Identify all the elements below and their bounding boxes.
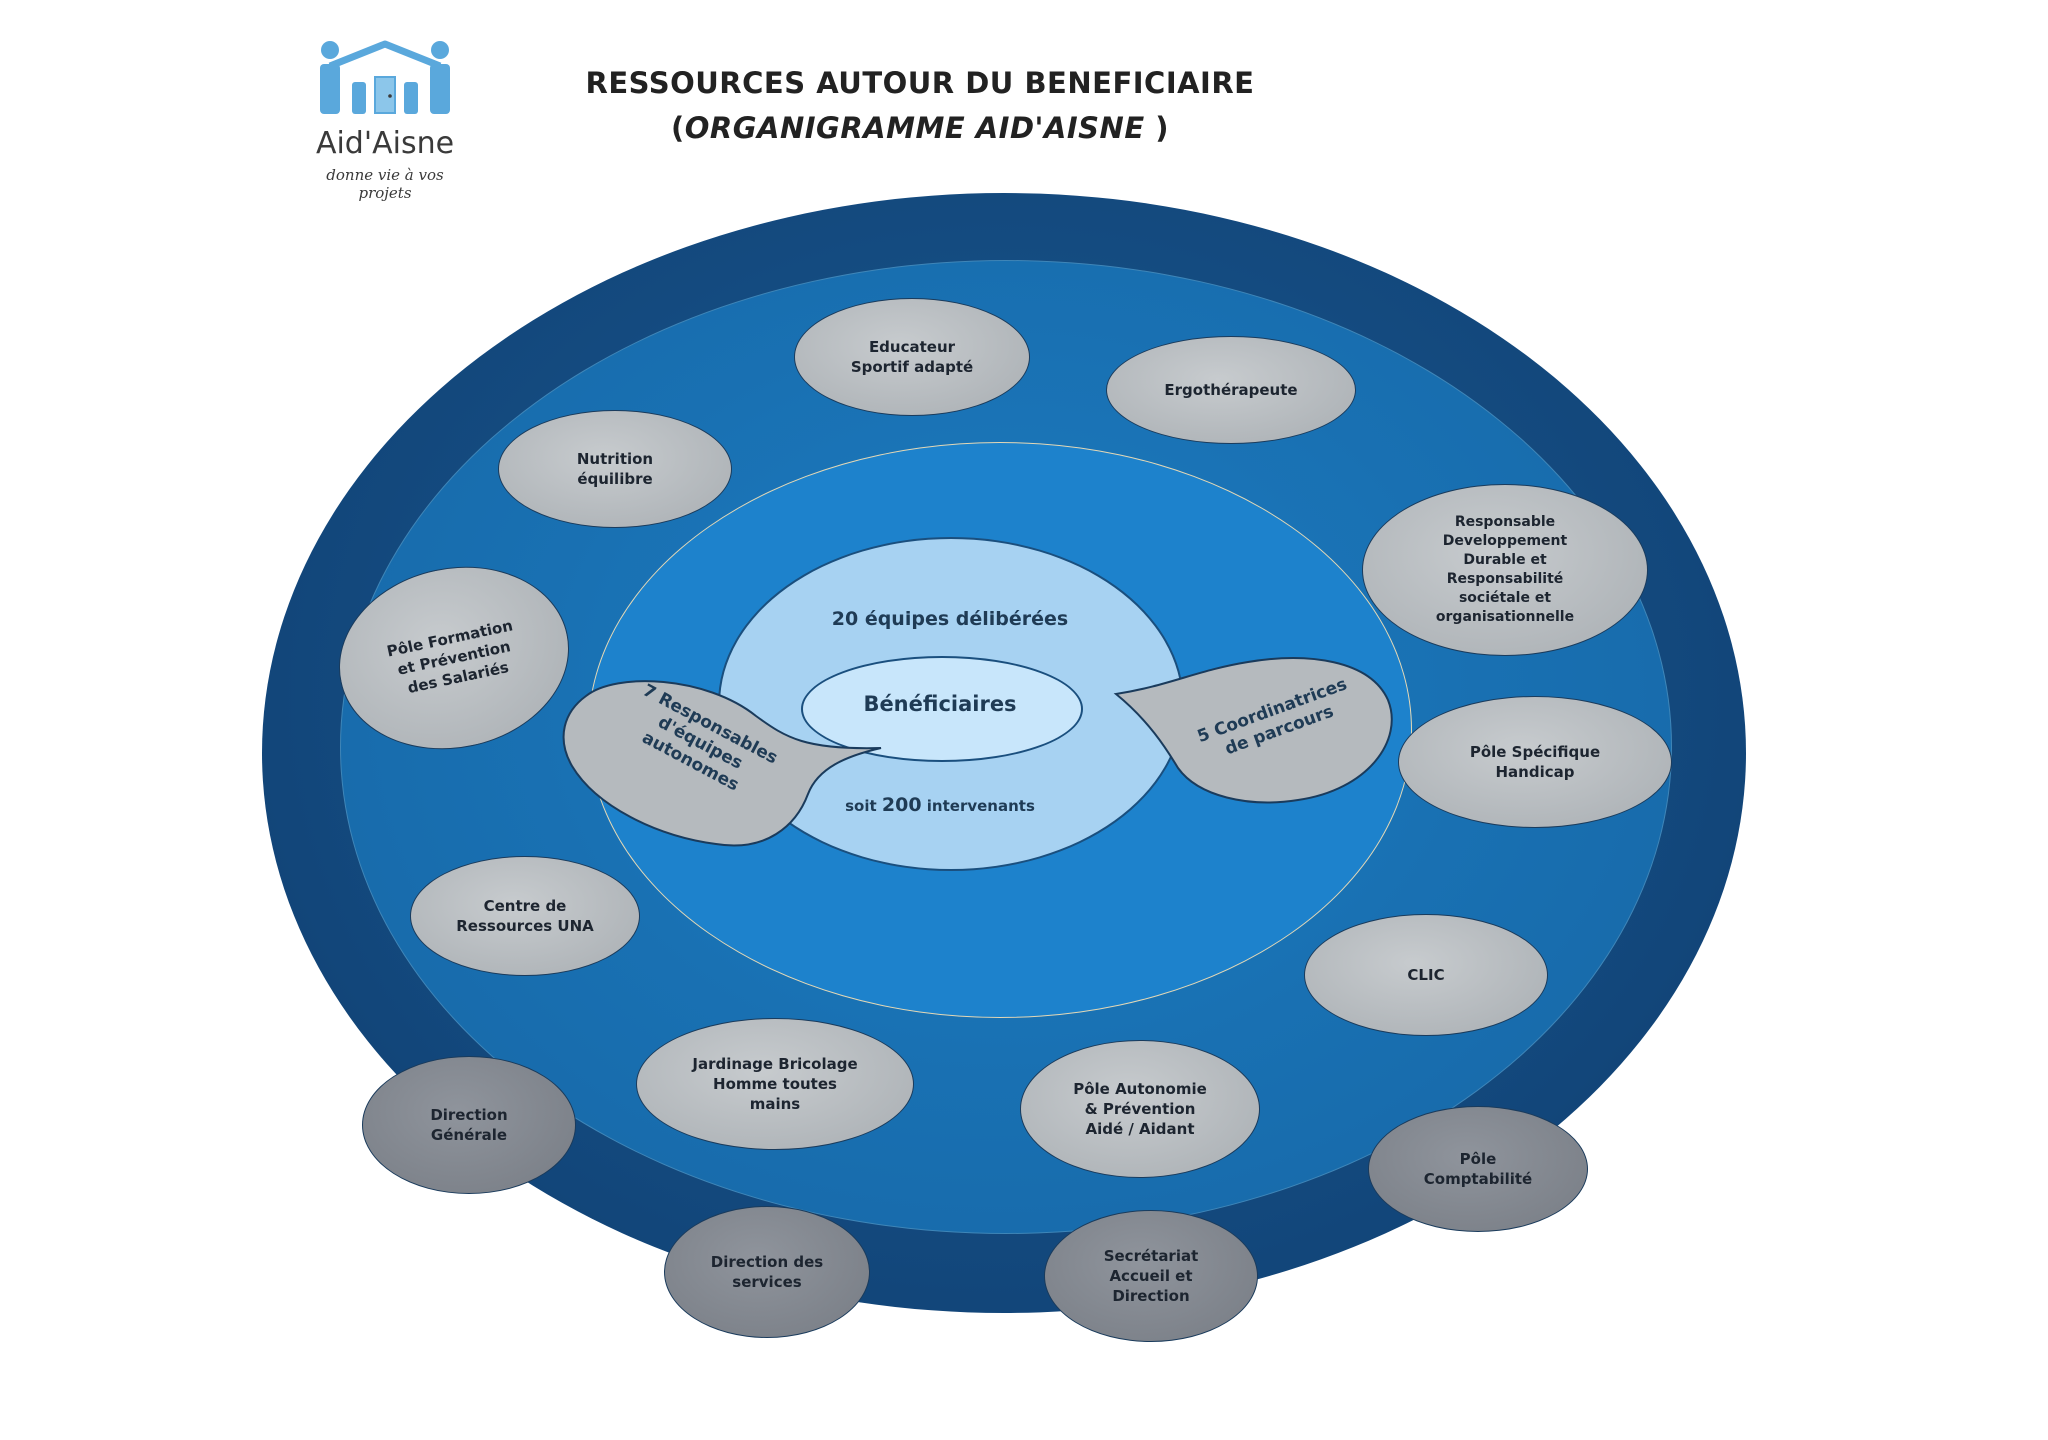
bubble-pole-handicap: Pôle Spécifique Handicap [1398, 696, 1672, 828]
bubble-jardinage: Jardinage Bricolage Homme toutes mains [636, 1018, 914, 1150]
beneficiaires-label: Bénéficiaires [863, 692, 1017, 716]
subtitle-open-paren: ( [670, 111, 685, 145]
subtitle-close-paren: ) [1144, 111, 1169, 145]
responsables-speech-bubble [562, 680, 882, 847]
logo-name: Aid'Aisne [315, 126, 455, 161]
people-house-icon [320, 40, 450, 114]
bubble-pole-autonomie: Pôle Autonomie & Prévention Aidé / Aidan… [1020, 1040, 1260, 1178]
intervenants-prefix: soit [845, 797, 882, 815]
aid-aisne-logo: Aid'Aisne donne vie à vos projets [300, 36, 470, 202]
bubble-direction-services: Direction des services [664, 1206, 870, 1338]
bubble-clic: CLIC [1304, 914, 1548, 1036]
beneficiaires-ellipse [801, 656, 1083, 762]
page-subtitle: (ORGANIGRAMME AID'AISNE ) [560, 111, 1280, 145]
bubble-direction-generale: Direction Générale [362, 1056, 576, 1194]
intervenants-label: soit 200 intervenants [790, 794, 1090, 816]
page-title: RESSOURCES AUTOUR DU BENEFICIAIRE [585, 66, 1255, 100]
subtitle-text: ORGANIGRAMME AID'AISNE [684, 111, 1145, 145]
teams-label: 20 équipes délibérées [831, 608, 1069, 630]
bubble-educateur: Educateur Sportif adapté [794, 298, 1030, 416]
bubble-secretariat: Secrétariat Accueil et Direction [1044, 1210, 1258, 1342]
logo-tagline: donne vie à vos projets [326, 166, 444, 202]
coordinatrices-speech-bubble [1113, 657, 1393, 804]
intervenants-number: 200 [881, 794, 922, 816]
bubble-ergotherapeute: Ergothérapeute [1106, 336, 1356, 444]
bubble-pole-comptabilite: Pôle Comptabilité [1368, 1106, 1588, 1232]
bubble-centre-una: Centre de Ressources UNA [410, 856, 640, 976]
intervenants-suffix: intervenants [921, 797, 1035, 815]
bubble-nutrition: Nutrition équilibre [498, 410, 732, 528]
bubble-responsable-dd: Responsable Developpement Durable et Res… [1362, 484, 1648, 656]
